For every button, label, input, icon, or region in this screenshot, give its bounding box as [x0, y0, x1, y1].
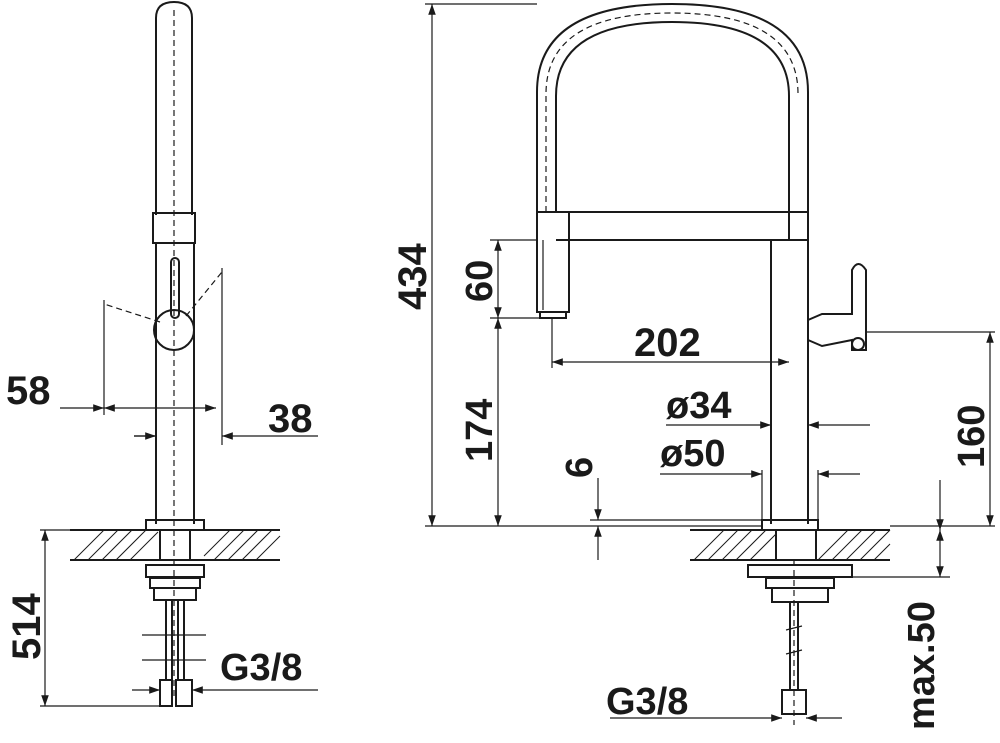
dim-58: 58 — [6, 369, 51, 413]
dim-38: 38 — [268, 397, 313, 441]
worktop-hatch-left — [73, 529, 281, 561]
dim-g38-left: G3/8 — [220, 647, 302, 689]
dim-6: 6 — [559, 457, 601, 478]
dim-202: 202 — [634, 321, 701, 365]
dim-514: 514 — [5, 593, 49, 660]
dimension-labels: 58 38 514 G3/8 434 60 174 202 ø34 ø50 6 … — [5, 243, 993, 730]
dim-d50: ø50 — [660, 433, 725, 475]
front-view — [536, 2, 891, 725]
worktop-hatch-right — [693, 529, 891, 561]
side-view — [70, 0, 281, 707]
dim-max50: max.50 — [901, 601, 943, 730]
dimension-lines — [40, 3, 995, 722]
dim-174: 174 — [459, 399, 501, 462]
dim-d34: ø34 — [666, 385, 731, 427]
dim-434: 434 — [391, 243, 435, 310]
dim-g38-right: G3/8 — [606, 681, 688, 723]
dim-160: 160 — [951, 405, 993, 468]
dim-60: 60 — [459, 260, 501, 302]
